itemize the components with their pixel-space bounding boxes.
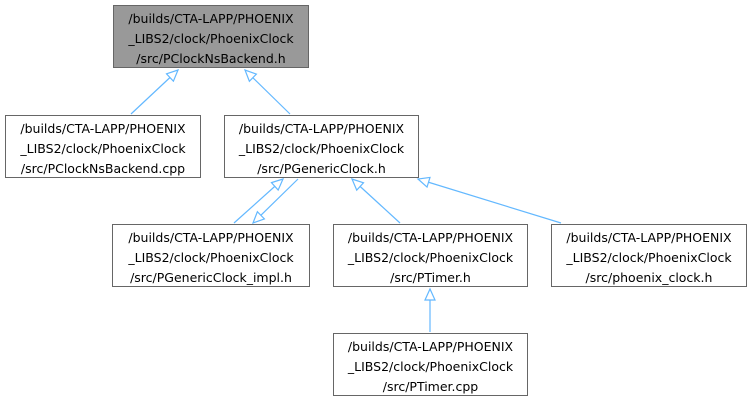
node-line: _LIBS2/clock/PhoenixClock xyxy=(347,359,514,374)
node-line: /builds/CTA-LAPP/PHOENIX xyxy=(238,121,405,136)
node-line: /src/PTimer.cpp xyxy=(382,379,479,394)
edge-phoenix_clock_h-to-generic_h xyxy=(416,176,562,224)
node-line: _LIBS2/clock/PhoenixClock xyxy=(128,31,294,46)
node-line: /src/PTimer.h xyxy=(390,270,471,285)
node-pclocknsbackend-cpp[interactable]: /builds/CTA-LAPP/PHOENIX _LIBS2/clock/Ph… xyxy=(5,115,201,178)
node-line: /builds/CTA-LAPP/PHOENIX xyxy=(128,11,294,26)
edge-backend_cpp-to-root xyxy=(130,69,180,115)
node-phoenix-clock-h[interactable]: /builds/CTA-LAPP/PHOENIX _LIBS2/clock/Ph… xyxy=(551,224,747,287)
node-line: /builds/CTA-LAPP/PHOENIX xyxy=(566,230,732,245)
node-line: _LIBS2/clock/PhoenixClock xyxy=(238,141,405,156)
edge-generic_h-to-root xyxy=(243,68,291,115)
node-line: /src/PGenericClock.h xyxy=(257,161,386,176)
node-line: /src/phoenix_clock.h xyxy=(585,270,713,285)
node-ptimer-cpp[interactable]: /builds/CTA-LAPP/PHOENIX _LIBS2/clock/Ph… xyxy=(333,333,528,396)
node-line: /builds/CTA-LAPP/PHOENIX xyxy=(347,339,514,354)
node-pclocknsbackend-h[interactable]: /builds/CTA-LAPP/PHOENIX _LIBS2/clock/Ph… xyxy=(113,5,309,68)
node-line: _LIBS2/clock/PhoenixClock xyxy=(347,250,514,265)
edge-generic_h-to-generic_impl xyxy=(251,178,299,225)
node-line: _LIBS2/clock/PhoenixClock xyxy=(20,141,186,156)
edge-timer_h-to-generic_h xyxy=(350,178,401,224)
node-line: /builds/CTA-LAPP/PHOENIX xyxy=(20,121,186,136)
node-pgenericclock-h[interactable]: /builds/CTA-LAPP/PHOENIX _LIBS2/clock/Ph… xyxy=(224,115,419,178)
node-ptimer-h[interactable]: /builds/CTA-LAPP/PHOENIX _LIBS2/clock/Ph… xyxy=(333,224,528,287)
node-line: /builds/CTA-LAPP/PHOENIX xyxy=(347,230,514,245)
node-line: _LIBS2/clock/PhoenixClock xyxy=(128,250,294,265)
node-line: /src/PGenericClock_impl.h xyxy=(130,270,292,285)
node-line: _LIBS2/clock/PhoenixClock xyxy=(566,250,732,265)
edge-generic_impl-to-generic_h xyxy=(233,178,285,224)
node-line: /src/PClockNsBackend.h xyxy=(136,51,286,66)
node-pgenericclock-impl-h[interactable]: /builds/CTA-LAPP/PHOENIX _LIBS2/clock/Ph… xyxy=(112,224,310,287)
node-line: /builds/CTA-LAPP/PHOENIX xyxy=(128,230,294,245)
node-line: /src/PClockNsBackend.cpp xyxy=(20,161,186,176)
